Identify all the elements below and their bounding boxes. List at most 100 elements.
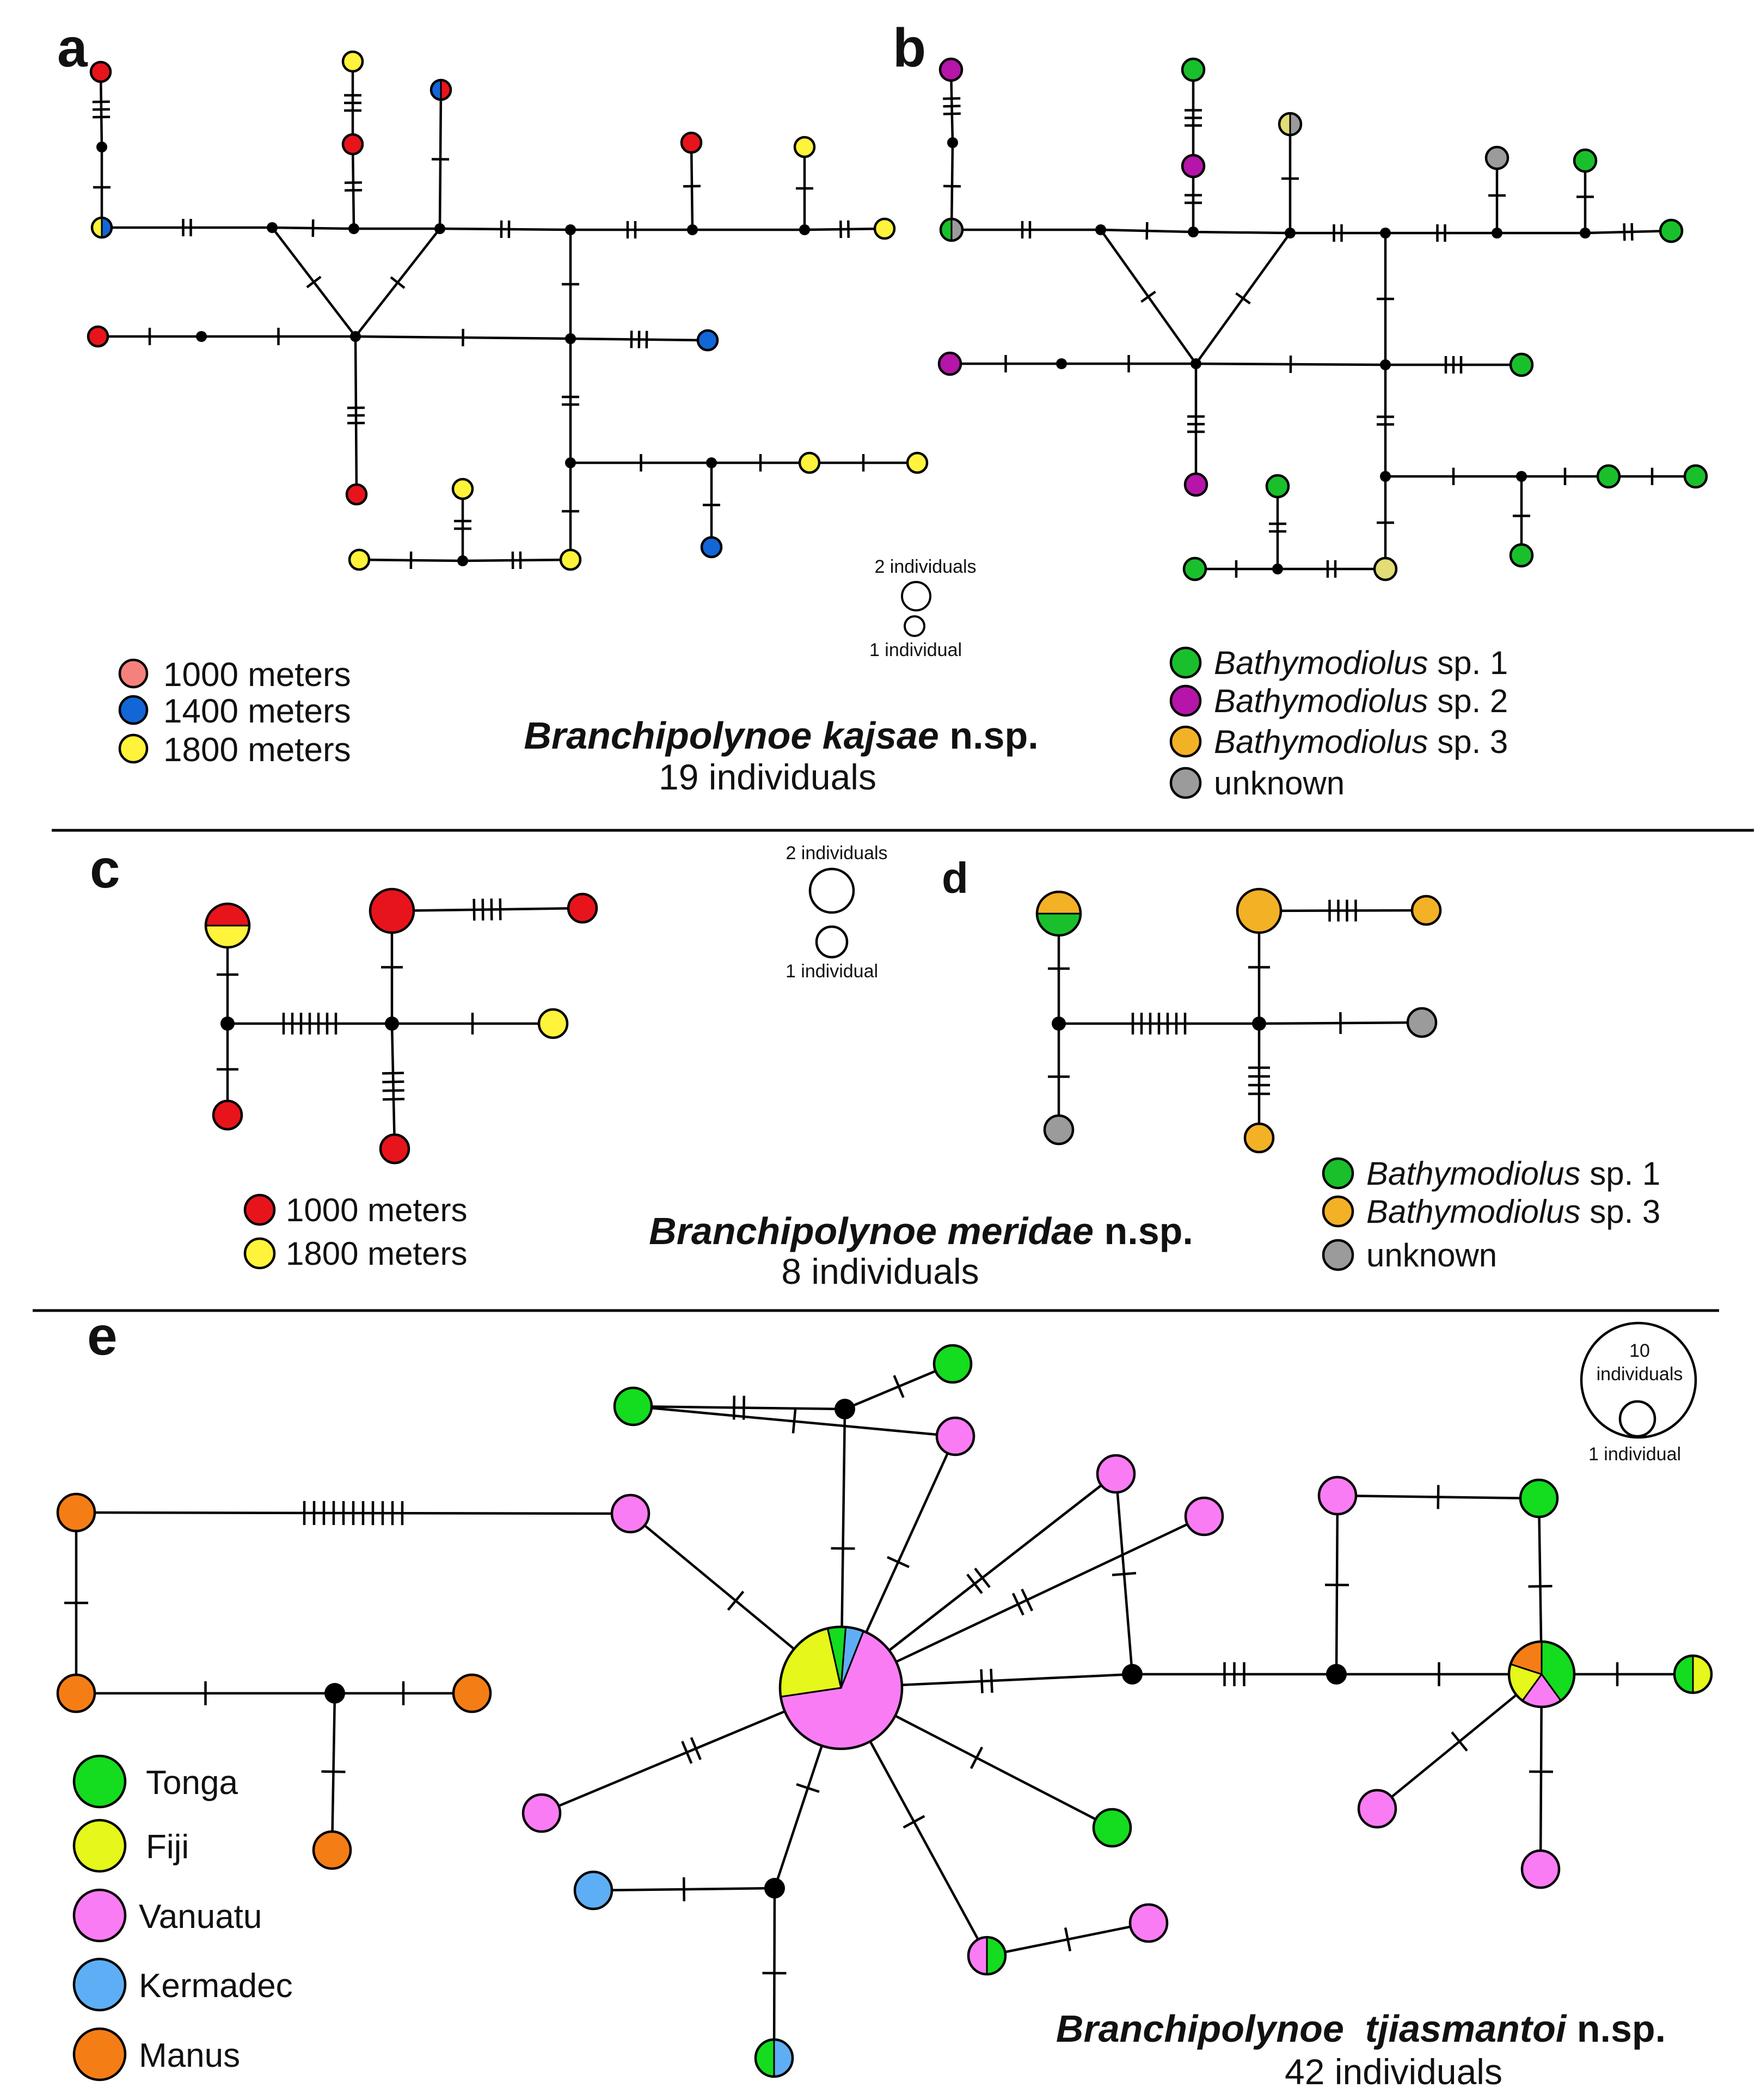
haplotype-node-b25 [1683, 464, 1708, 489]
median-vector-node [1191, 358, 1201, 369]
legend-e-label-3: Vanuatu [139, 1898, 262, 1936]
legend-a-swatch-1 [118, 658, 149, 689]
haplotype-node-b30 [1182, 556, 1207, 581]
size-key-e-small-label: 1 individual [1588, 1444, 1681, 1465]
edge-a14-a15 [804, 227, 885, 231]
mutation-tick [382, 1072, 404, 1075]
node-wedge-tonga [986, 1936, 1007, 1975]
node-outline [967, 1936, 1007, 1976]
legend-c-swatch-2 [243, 1237, 276, 1270]
node-outline [778, 1625, 904, 1750]
edge-a27-a28 [462, 558, 571, 562]
mutation-tick [690, 1737, 702, 1760]
legend-b-swatch-2 [1169, 684, 1202, 717]
edge-c4-c6 [391, 907, 583, 913]
edge-b8-b9 [1193, 230, 1291, 235]
legend-e-swatch-4 [72, 1957, 127, 2012]
species-title-kajsae: Branchipolynoe kajsae n.sp. [524, 714, 1038, 757]
haplotype-node-a25 [906, 451, 929, 474]
legend-b-label-1: Bathymodiolus sp. 1 [1214, 645, 1508, 681]
haplotype-node-b4 [1181, 57, 1206, 82]
mutation-tick [1630, 223, 1634, 241]
legend-d-swatch-3 [1322, 1239, 1354, 1271]
haplotype-node-e2 [613, 1386, 653, 1426]
median-vector-node [687, 224, 698, 235]
haplotype-node-b13 [1573, 148, 1598, 173]
mutation-tick [1112, 1571, 1137, 1577]
haplotype-node-e23 [1317, 1475, 1358, 1516]
haplotype-node-a4 [341, 50, 364, 73]
species-count-meridae: 8 individuals [781, 1251, 979, 1291]
legend-b-swatch-3 [1169, 725, 1202, 758]
median-vector-node [1122, 1664, 1143, 1685]
mutation-tick [499, 898, 502, 921]
haplotype-node-b20 [1509, 352, 1534, 377]
size-key-e: 10 individuals 1 individual [1580, 1321, 1697, 1465]
edge-a5-a8 [351, 144, 355, 229]
legend-b-label-2: Bathymodiolus sp. 2 [1214, 683, 1508, 719]
median-vector-node [565, 457, 576, 468]
haplotype-node-hub2 [1507, 1640, 1576, 1709]
legend-b-label-3: Bathymodiolus sp. 3 [1214, 724, 1508, 760]
haplotype-node-b1 [938, 57, 964, 82]
panel-label-a: a [57, 17, 88, 78]
haplotype-node-e5 [610, 1493, 651, 1534]
haplotype-node-b3 [939, 217, 964, 242]
haplotype-node-d3 [1043, 1114, 1075, 1146]
haplotype-node-d4 [1236, 887, 1283, 934]
legend-a-swatch-2 [118, 695, 149, 725]
edge-e2-e3 [633, 1405, 845, 1411]
haplotype-node-a20 [696, 329, 719, 352]
network-e [56, 1344, 1713, 2078]
mutation-tick [1140, 290, 1156, 303]
mutation-tick [943, 105, 961, 108]
legend-d-label-3: unknown [1366, 1237, 1497, 1274]
haplotype-node-e14 [521, 1793, 562, 1833]
node-wedge-vanuatu [967, 1936, 988, 1975]
median-vector-node [1252, 1017, 1266, 1031]
median-vector-node [1056, 358, 1067, 369]
haplotype-node-c1 [204, 902, 251, 949]
node-wedge-orange [1036, 891, 1082, 915]
haplotype-node-e1 [932, 1344, 973, 1384]
haplotype-node-a24 [798, 451, 821, 474]
legend-d-label-2: Bathymodiolus sp. 3 [1366, 1193, 1660, 1230]
panel-label-c: c [90, 838, 120, 899]
node-wedge-fiji [1692, 1655, 1713, 1694]
legend-a-label-1: 1000 meters [163, 656, 351, 694]
node-outline [204, 902, 251, 949]
size-key-cd-big-circle [808, 867, 855, 914]
median-vector-node [196, 331, 207, 342]
mutation-tick [727, 1590, 745, 1611]
node-wedge-tonga [1673, 1655, 1694, 1694]
haplotype-node-e18 [573, 1870, 613, 1911]
mutation-tick [1528, 1584, 1553, 1588]
median-vector-node [1326, 1664, 1347, 1685]
mutation-tick [473, 898, 476, 921]
legend-c-label-2: 1800 meters [286, 1235, 468, 1272]
edge-a9-a10 [439, 227, 571, 231]
mutation-tick [893, 1375, 905, 1398]
haplotype-node-e10 [312, 1830, 352, 1870]
node-wedge-green [1036, 913, 1082, 936]
panel-label-e: e [87, 1306, 118, 1367]
network-a [87, 50, 929, 571]
size-key-ab-big-label: 2 individuals [874, 556, 976, 577]
legend-a-label-3: 1800 meters [163, 731, 351, 769]
node-outline [754, 2038, 794, 2078]
haplotype-node-c6 [567, 892, 598, 924]
legend-a-swatch-3 [118, 733, 149, 764]
haplotype-node-b11 [1484, 145, 1510, 170]
haplotype-node-e13 [1092, 1808, 1132, 1848]
node-wedge-red [205, 903, 250, 927]
mutation-tick [1235, 292, 1251, 305]
legend-c-swatch-1 [243, 1193, 276, 1226]
haplotype-node-a5 [341, 133, 364, 156]
haplotype-node-c3 [212, 1099, 243, 1131]
node-outline [939, 217, 964, 242]
median-vector-node [764, 1878, 785, 1899]
network-b [937, 57, 1708, 581]
mutation-tick [831, 1547, 855, 1550]
median-vector-node [267, 222, 278, 233]
node-outline [1035, 890, 1082, 937]
